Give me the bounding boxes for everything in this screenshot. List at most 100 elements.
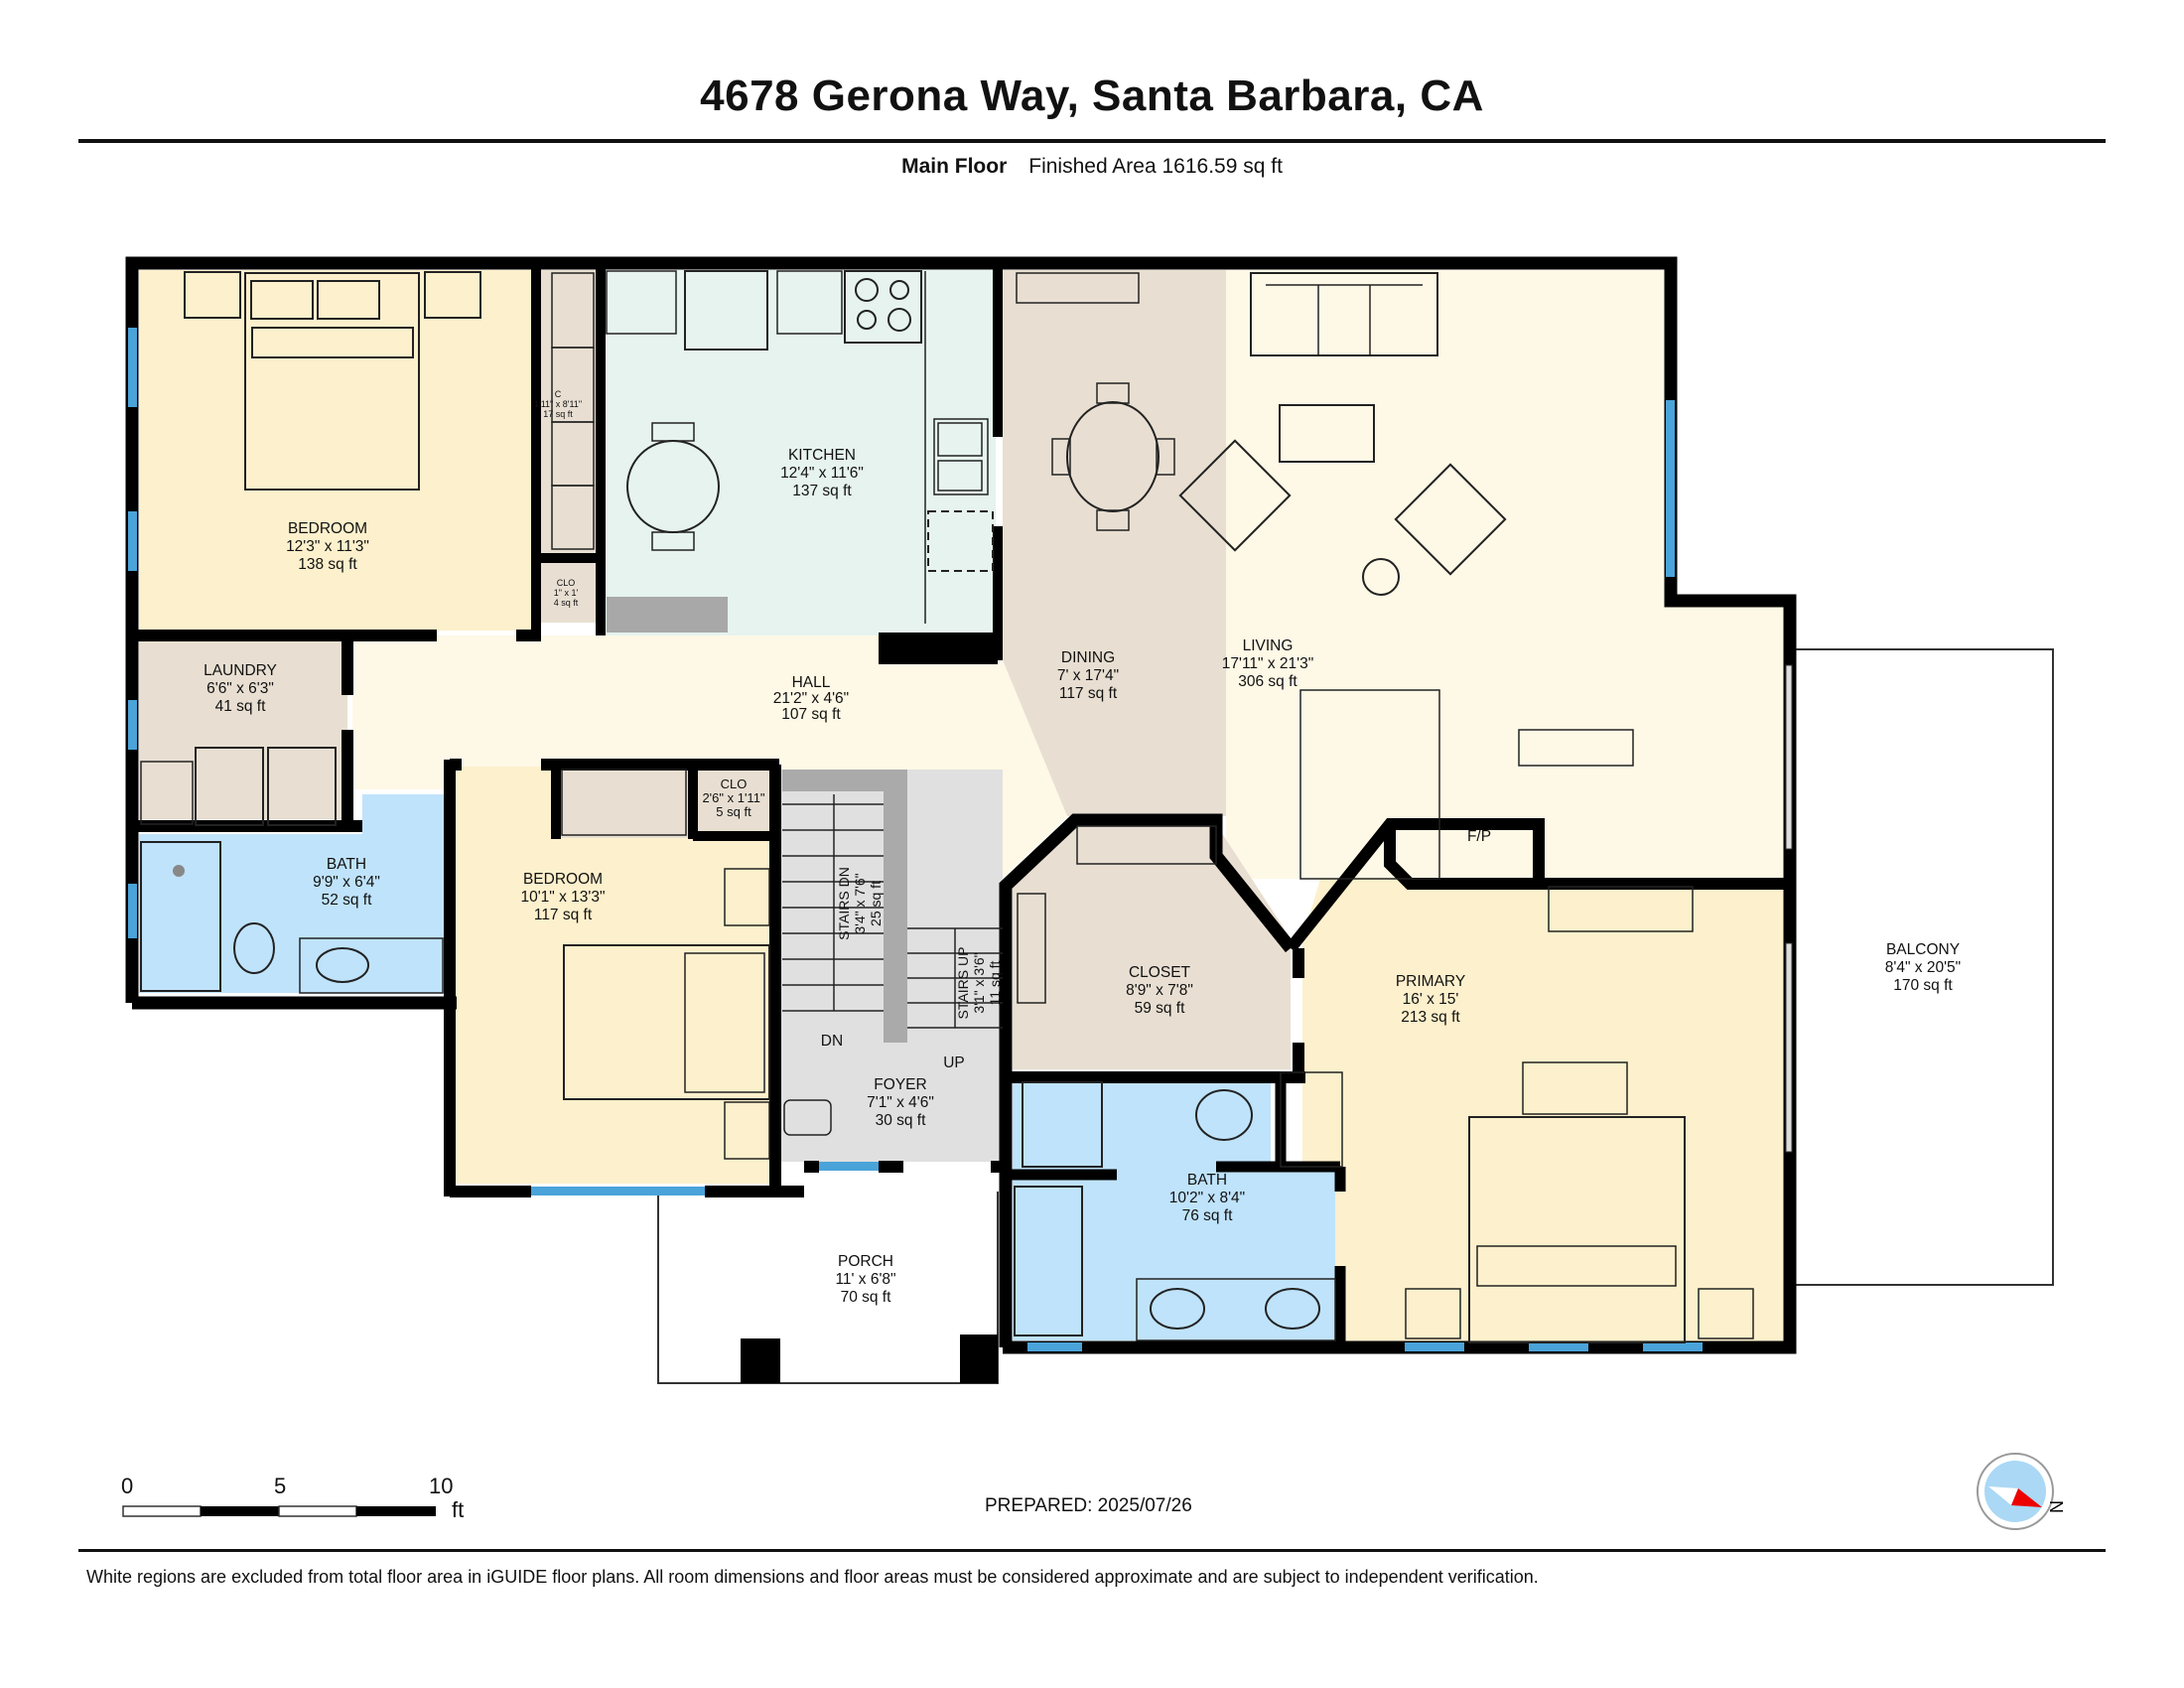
living-area: 306 sq ft (1238, 673, 1297, 690)
stairs-up-area: 11 sq ft (987, 960, 1003, 1005)
bedroom2-label: BEDROOM (523, 871, 603, 888)
stairs-dn-label: STAIRS DN (836, 867, 852, 940)
foyer-dn-label: DN (821, 1033, 843, 1050)
scale-label-0: 0 (121, 1474, 134, 1498)
clo1-fill (536, 561, 596, 623)
primary-area: 213 sq ft (1401, 1009, 1460, 1026)
compass-icon: N (1977, 1453, 2067, 1530)
bath2-label: BATH (1187, 1172, 1227, 1189)
balcony-label: BALCONY (1886, 941, 1960, 958)
primary-fill (1302, 879, 1785, 1342)
clo1-area: 4 sq ft (554, 598, 579, 608)
scale-bar (122, 1505, 436, 1517)
closet-dims: 8'9" x 7'8" (1126, 982, 1193, 999)
coffee-table (1279, 404, 1375, 463)
bedroom1-dims: 12'3" x 11'3" (286, 538, 369, 555)
porch-label: PORCH (838, 1253, 893, 1270)
balcony-outline (1792, 648, 2054, 1286)
primary-nightstand-right (1698, 1288, 1754, 1339)
bath1-toilet (233, 922, 275, 974)
kitchen-counter-gray (607, 597, 728, 633)
bedroom1-area: 138 sq ft (298, 556, 357, 573)
armchair-right (1394, 463, 1507, 576)
footer-divider (78, 1549, 2106, 1552)
compass: N (1976, 1450, 2075, 1544)
bath2-fill (1013, 1077, 1335, 1340)
bedroom2-area: 117 sq ft (534, 907, 593, 923)
kitchen-fill (603, 270, 996, 635)
bedroom1-nightstand-left (184, 271, 241, 319)
finished-area: Finished Area 1616.59 sq ft (1028, 155, 1283, 178)
page-title: 4678 Gerona Way, Santa Barbara, CA (700, 71, 1484, 120)
primary-dims: 16' x 15' (1403, 991, 1459, 1008)
stairs-up-dims: 3'1" x 3'6" (971, 952, 987, 1013)
bath2-dims: 10'2" x 8'4" (1169, 1190, 1245, 1206)
closet-c-dims: 1'11" x 8'11" (534, 399, 582, 409)
scale-label-10: 10 (429, 1474, 454, 1498)
dining-area: 117 sq ft (1059, 685, 1118, 702)
bath2-vanity (1136, 1278, 1336, 1341)
dryer (267, 747, 337, 826)
dining-label: DINING (1061, 649, 1115, 666)
room-fills (139, 270, 1785, 1342)
bath1-tub (140, 841, 221, 992)
living-fill (1226, 270, 1785, 879)
kitchen-area: 137 sq ft (792, 483, 852, 499)
laundry-area: 41 sq ft (215, 698, 267, 715)
furniture (140, 270, 1754, 1343)
room-labels: BEDROOM 12'3" x 11'3" 138 sq ft C 1'11" … (204, 389, 1961, 1306)
hall-label: HALL (792, 674, 831, 691)
foyer-dims: 7'1" x 4'6" (867, 1094, 934, 1111)
primary-nightstand-left (1405, 1288, 1461, 1339)
clo1-label: CLO (557, 578, 576, 588)
bath1-area: 52 sq ft (322, 892, 373, 909)
closet-label: CLOSET (1129, 964, 1191, 981)
closet-c-area: 17 sq ft (543, 409, 573, 419)
bath2-toilet (1195, 1089, 1253, 1141)
balcony-dims: 8'4" x 20'5" (1885, 959, 1961, 976)
porch-area: 70 sq ft (841, 1289, 892, 1306)
footer-disclaimer: White regions are excluded from total fl… (86, 1567, 1539, 1587)
clo2-label: CLO (721, 776, 748, 791)
porch-outline (657, 1192, 999, 1384)
bedroom1-fill (139, 270, 531, 631)
foyer-area: 30 sq ft (876, 1112, 927, 1129)
hall-dims: 21'2" x 4'6" (773, 690, 849, 707)
clo2-dims: 2'6" x 1'11" (702, 790, 764, 805)
bath1-vanity (299, 937, 444, 994)
dining-dims: 7' x 17'4" (1057, 667, 1119, 684)
prepared-date: PREPARED: 2025/07/26 (985, 1495, 1192, 1516)
stove (844, 270, 922, 344)
bedroom2-nightstand-top (724, 868, 770, 926)
closet-c-fill (536, 270, 596, 553)
closet-area: 59 sq ft (1135, 1000, 1186, 1017)
bedroom1-label: BEDROOM (288, 520, 367, 537)
washer (195, 747, 264, 826)
walls (125, 256, 1797, 1354)
closet-b2-fill (561, 767, 688, 838)
bedroom1-nightstand-right (424, 271, 481, 319)
living-label: LIVING (1243, 637, 1294, 654)
bedroom2-bed (563, 944, 770, 1100)
dining-fill (1003, 270, 1226, 816)
armchair-left (1178, 439, 1292, 552)
balcony-slider-1 (1785, 664, 1793, 850)
clo2-fill (697, 768, 776, 832)
sofa (1250, 272, 1438, 356)
living-dims: 17'11" x 21'3" (1222, 655, 1313, 672)
balcony-area: 170 sq ft (1893, 977, 1953, 994)
bath2-shower (1022, 1081, 1103, 1168)
stairs (782, 770, 1003, 1043)
windows (128, 328, 1703, 1351)
closet-c-label: C (555, 389, 562, 399)
foyer-up-label: UP (943, 1055, 965, 1071)
primary-label: PRIMARY (1396, 973, 1465, 990)
stairs-up-label: STAIRS UP (955, 947, 971, 1020)
bath1-fill (139, 794, 445, 993)
bedroom2-nightstand-bottom (724, 1101, 770, 1160)
porch-post-right (960, 1335, 998, 1383)
fireplace-label: F/P (1467, 828, 1491, 845)
scale-label-5: 5 (274, 1474, 287, 1498)
